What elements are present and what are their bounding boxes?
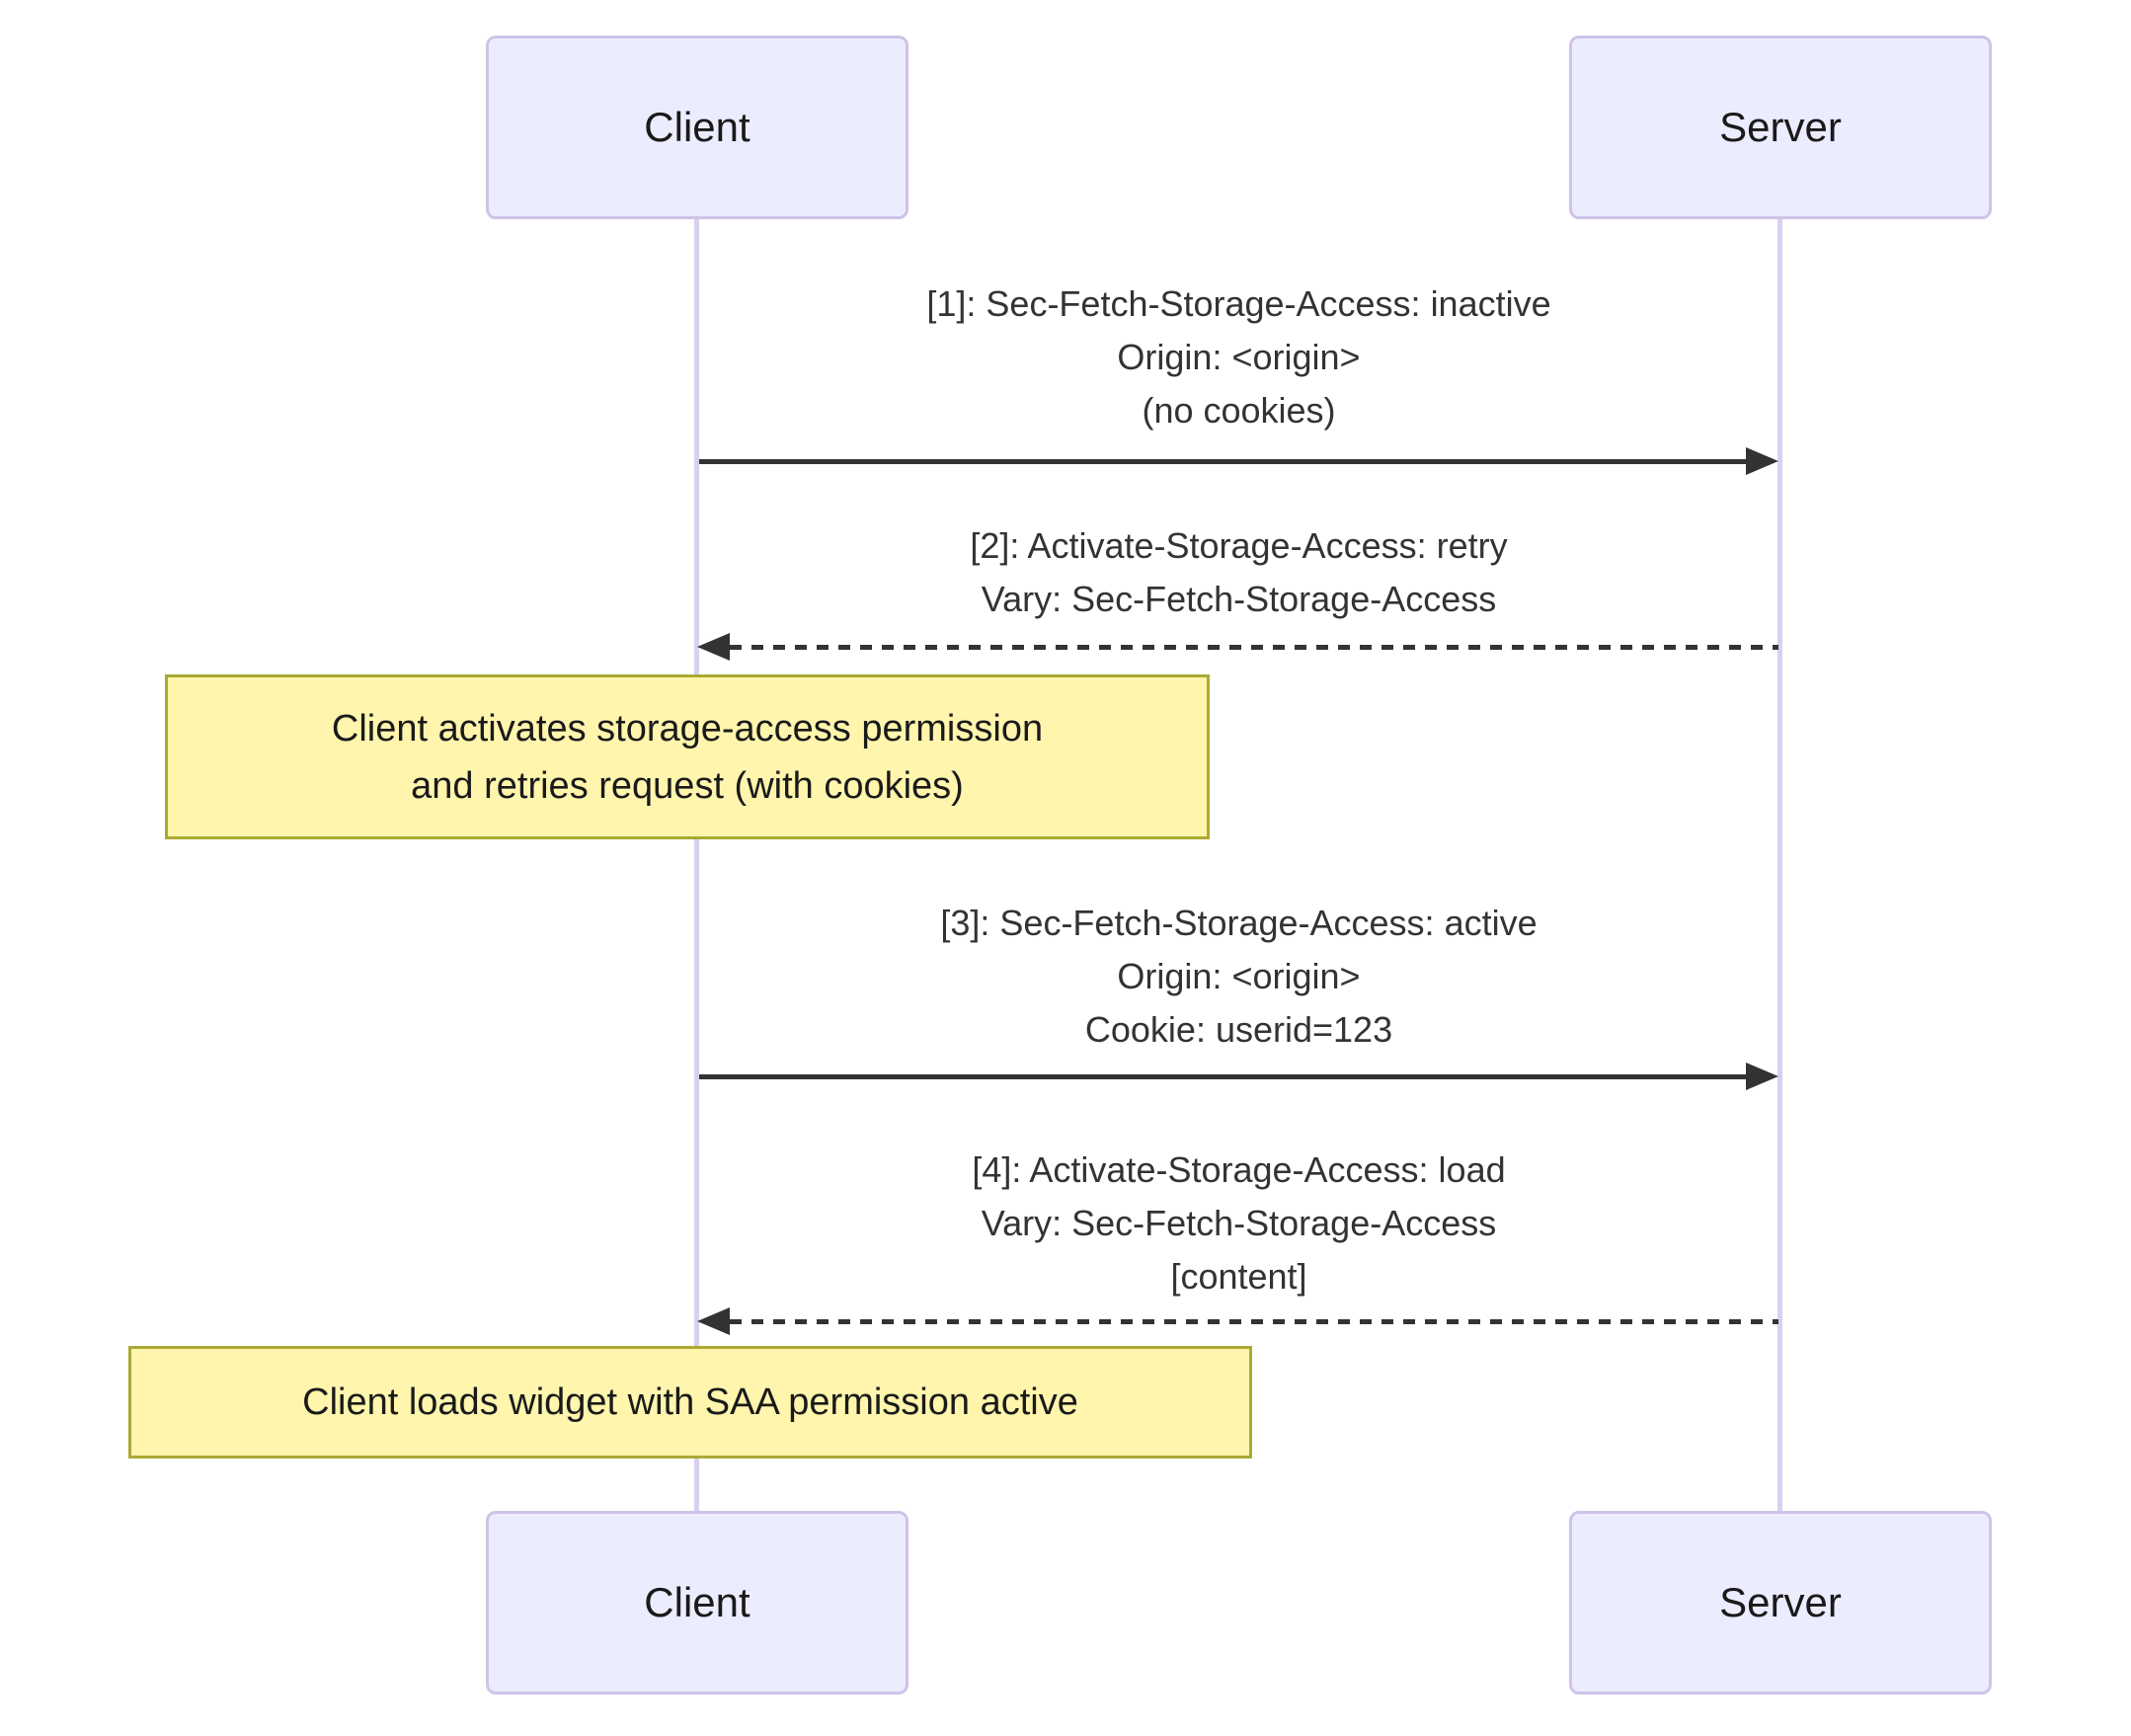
actor-top-server-label: Server bbox=[1719, 104, 1842, 150]
message-3-line-3: Cookie: userid=123 bbox=[1084, 1009, 1393, 1050]
server-lifeline bbox=[1777, 219, 1782, 1511]
actor-bottom-server-label: Server bbox=[1719, 1579, 1842, 1625]
note-load-widget: Client loads widget with SAA permission … bbox=[128, 1346, 1252, 1459]
message-1-arrowhead-icon bbox=[1746, 447, 1778, 475]
message-3-line-2: Origin: <origin> bbox=[1117, 956, 1361, 996]
actor-bottom-server: Server bbox=[1569, 1511, 1992, 1695]
message-1-arrow-line bbox=[699, 459, 1748, 464]
message-1-label: [1]: Sec-Fetch-Storage-Access: inactive … bbox=[699, 277, 1778, 437]
message-2-arrow-line bbox=[730, 645, 1778, 650]
message-2-line-2: Vary: Sec-Fetch-Storage-Access bbox=[981, 579, 1497, 619]
actor-bottom-client: Client bbox=[486, 1511, 908, 1695]
message-3-label: [3]: Sec-Fetch-Storage-Access: active Or… bbox=[699, 897, 1778, 1057]
actor-top-server: Server bbox=[1569, 36, 1992, 219]
note-2-line-1: Client loads widget with SAA permission … bbox=[302, 1381, 1078, 1423]
message-3-arrow-line bbox=[699, 1074, 1748, 1079]
note-1-line-1: Client activates storage-access permissi… bbox=[331, 707, 1044, 750]
message-4-line-1: [4]: Activate-Storage-Access: load bbox=[972, 1149, 1506, 1190]
message-4-line-3: [content] bbox=[1170, 1256, 1307, 1297]
note-activate-permission: Client activates storage-access permissi… bbox=[165, 674, 1210, 839]
message-4-arrowhead-icon bbox=[697, 1307, 730, 1335]
message-1-line-2: Origin: <origin> bbox=[1117, 337, 1361, 377]
message-4-arrow-line bbox=[730, 1319, 1778, 1324]
message-1-line-3: (no cookies) bbox=[1142, 390, 1336, 431]
message-1-line-1: [1]: Sec-Fetch-Storage-Access: inactive bbox=[926, 283, 1551, 324]
message-3-line-1: [3]: Sec-Fetch-Storage-Access: active bbox=[940, 903, 1538, 943]
message-2-label: [2]: Activate-Storage-Access: retry Vary… bbox=[699, 519, 1778, 626]
actor-top-client-label: Client bbox=[644, 104, 750, 150]
message-2-line-1: [2]: Activate-Storage-Access: retry bbox=[970, 525, 1508, 566]
note-1-line-2: and retries request (with cookies) bbox=[411, 764, 964, 807]
message-4-label: [4]: Activate-Storage-Access: load Vary:… bbox=[699, 1144, 1778, 1303]
client-lifeline bbox=[694, 219, 699, 1511]
actor-top-client: Client bbox=[486, 36, 908, 219]
actor-bottom-client-label: Client bbox=[644, 1579, 750, 1625]
message-4-line-2: Vary: Sec-Fetch-Storage-Access bbox=[981, 1203, 1497, 1243]
message-3-arrowhead-icon bbox=[1746, 1063, 1778, 1090]
message-2-arrowhead-icon bbox=[697, 633, 730, 661]
